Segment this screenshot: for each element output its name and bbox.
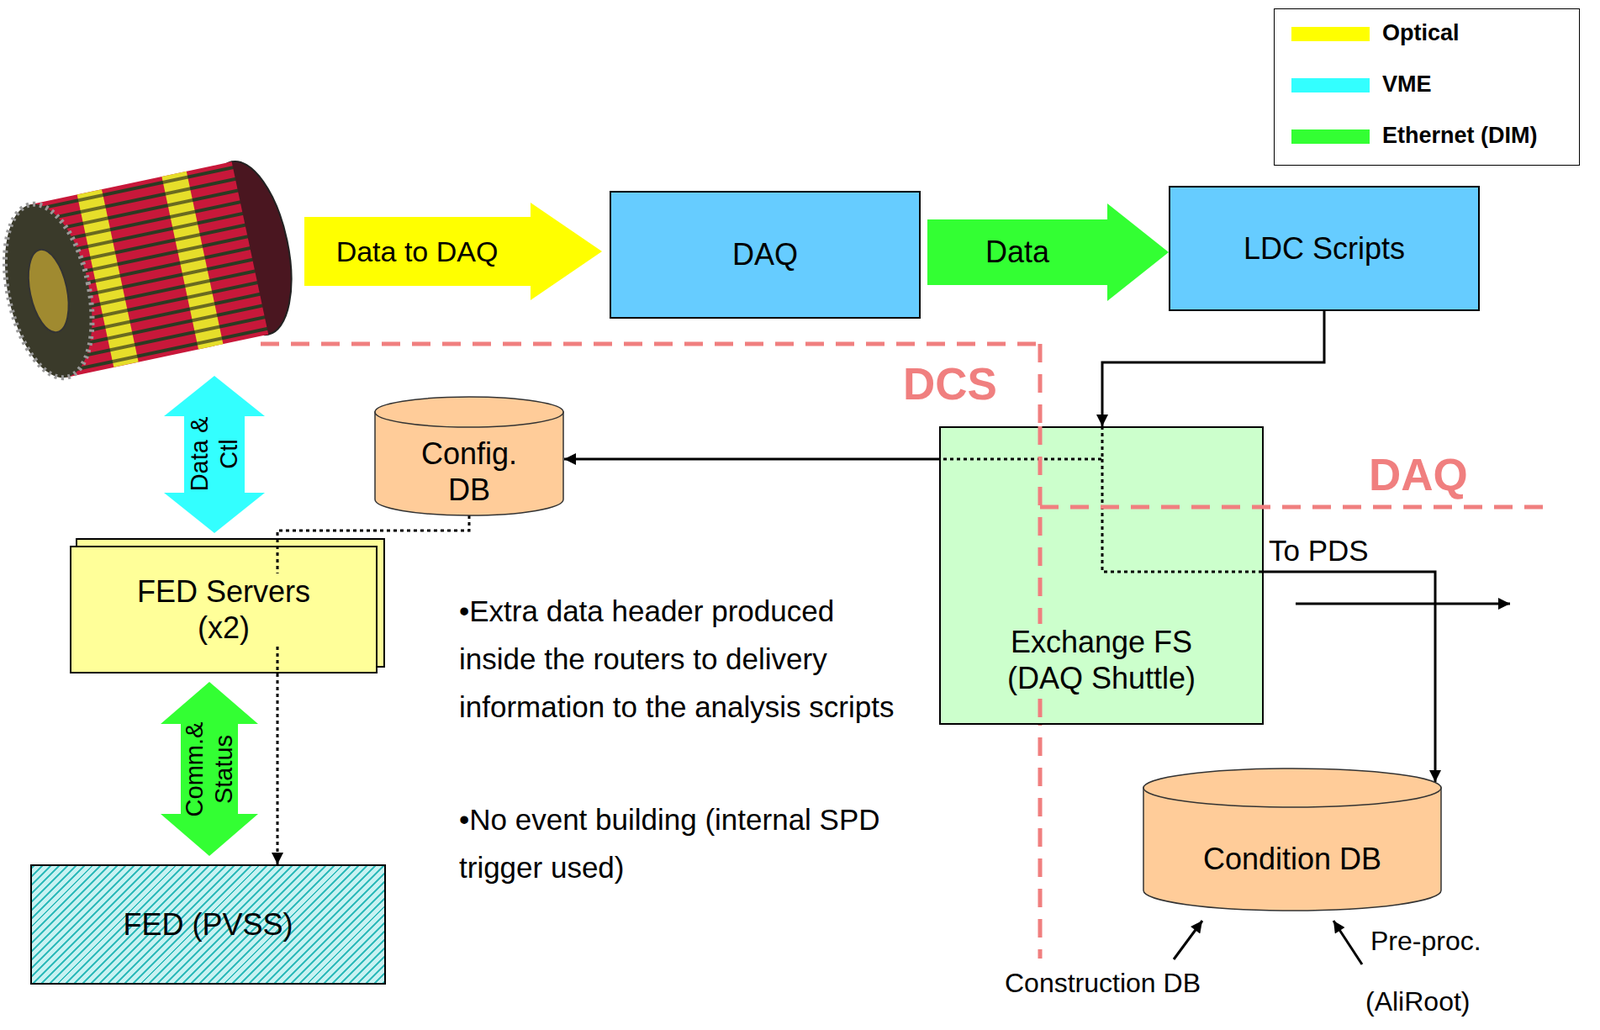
dotted-path (1102, 459, 1264, 572)
filesystem-box: Exchange FS (DAQ Shuttle) (939, 426, 1264, 725)
cylinder-outline (1142, 767, 1442, 911)
boundary-line (1040, 505, 1264, 510)
legend-swatch (1291, 26, 1370, 42)
node-text: DAQ (728, 236, 802, 273)
database-cylinder: Condition DB (1142, 767, 1442, 911)
source-label: (AliRoot) (1365, 985, 1470, 1018)
pvss-box: FED (PVSS) (30, 864, 386, 985)
domain-label: DCS (902, 357, 998, 412)
legend-row: Optical (1274, 16, 1579, 53)
legend-text: VME (1382, 71, 1432, 98)
arrow-label: Data to DAQ (336, 234, 499, 270)
vme-arrow (163, 375, 265, 534)
node-text: LDC Scripts (1240, 230, 1409, 267)
legend-row: VME (1274, 68, 1579, 104)
legend-swatch (1291, 129, 1370, 144)
detector-face (0, 195, 107, 386)
legend-box: OpticalVME Ethernet (DIM) (1273, 8, 1580, 166)
output-arrow (1295, 602, 1511, 606)
leader-arrow (1333, 920, 1363, 965)
source-label: Construction DB (1004, 966, 1201, 999)
detector-bore (21, 246, 76, 337)
detector-band (161, 171, 223, 350)
legend-swatch (1291, 78, 1370, 93)
detector-illustration (0, 153, 306, 386)
domain-label: DAQ (1368, 448, 1468, 502)
domain-boundary (260, 343, 1548, 959)
legend-text: Ethernet (DIM) (1382, 122, 1538, 149)
block-arrow (927, 203, 1169, 301)
boundary-line (1040, 505, 1548, 510)
edge-label: Comm.& Status (179, 718, 239, 820)
database-cylinder: Config. DB (374, 396, 565, 516)
boundary-line (260, 342, 1041, 347)
process-box: LDC Scripts (1168, 185, 1480, 312)
note-text: •No event building (internal SPD trigger… (459, 795, 897, 892)
node-text: Condition DB (1199, 840, 1385, 877)
legend-row: Ethernet (DIM) (1274, 119, 1579, 155)
source-label: Pre-proc. (1370, 924, 1482, 957)
dotted-path (939, 426, 1103, 460)
connector (1102, 311, 1325, 427)
cylinder-top (1143, 768, 1442, 808)
note-text: •Extra data header produced inside the r… (459, 586, 897, 731)
output-label: To PDS (1265, 533, 1373, 569)
process-box: DAQ (609, 190, 921, 319)
optical-arrow (304, 202, 602, 301)
node-text: Exchange FS (DAQ Shuttle) (992, 623, 1210, 697)
cylinder-top (374, 396, 564, 428)
server-box: FED Servers (x2) (69, 545, 378, 674)
node-text: FED Servers (x2) (119, 573, 328, 646)
legend-text: Optical (1382, 20, 1460, 47)
block-arrow (160, 681, 259, 856)
leader-arrow (1173, 920, 1203, 960)
arrow-label: Data & Ctl (184, 407, 244, 501)
edge-label: Data (985, 233, 1050, 270)
node-text: Config. DB (411, 435, 528, 508)
node-text: FED (PVSS) (119, 906, 296, 943)
connector (1263, 571, 1436, 782)
connector (564, 458, 940, 461)
